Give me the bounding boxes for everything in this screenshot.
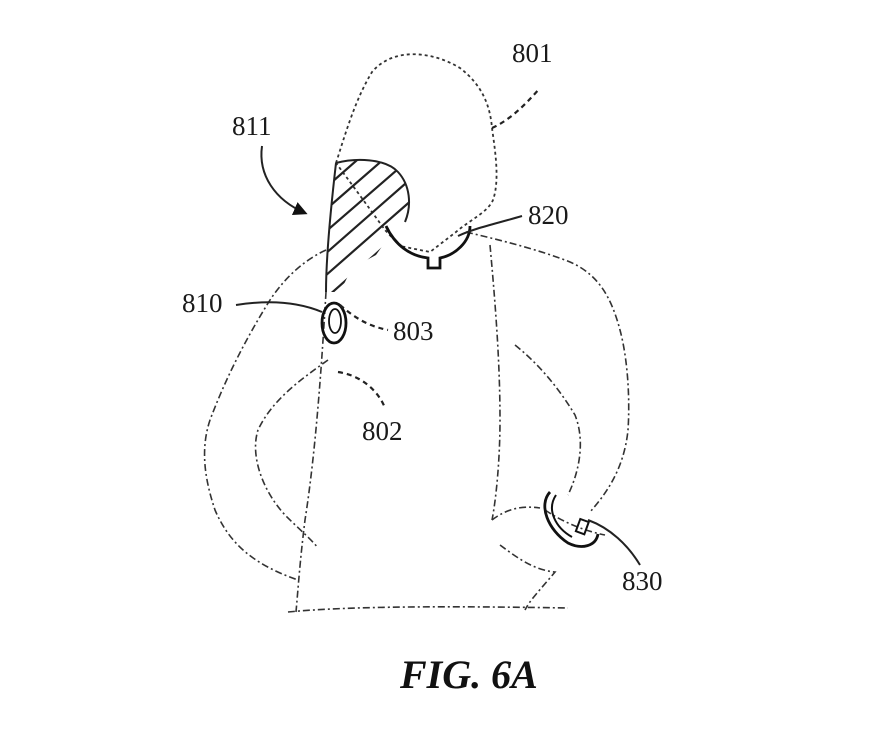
figure-caption: FIG. 6A (399, 652, 538, 697)
left-arm-inner (254, 359, 329, 549)
hatched-region (326, 159, 410, 292)
torso-right-side (489, 244, 501, 521)
leader-802 (337, 370, 387, 409)
wrist-device-module (574, 517, 591, 536)
label-810: 810 (182, 288, 223, 318)
right-arm-inner (514, 344, 582, 496)
shoulder-right (465, 231, 630, 513)
torso-bottom (287, 606, 569, 613)
wrist-device (543, 491, 600, 548)
leader-810 (235, 301, 323, 313)
leader-820 (457, 215, 523, 237)
label-801: 801 (512, 38, 553, 68)
label-802: 802 (362, 416, 403, 446)
hatched-region-outline (325, 159, 411, 293)
right-hand (491, 506, 606, 611)
label-811: 811 (232, 111, 272, 141)
ear-device-inner (328, 308, 342, 334)
wrist-device-inner (551, 494, 573, 538)
ear-device (320, 301, 348, 345)
torso-left-side (295, 291, 327, 613)
leader-830 (587, 519, 641, 566)
leader-801 (491, 87, 541, 130)
body-outline (203, 249, 327, 581)
label-803: 803 (393, 316, 434, 346)
label-820: 820 (528, 200, 569, 230)
label-830: 830 (622, 566, 663, 596)
arrow-811 (260, 145, 308, 215)
head-outline (335, 53, 498, 253)
leader-803 (339, 304, 389, 332)
neck-device (384, 225, 472, 270)
